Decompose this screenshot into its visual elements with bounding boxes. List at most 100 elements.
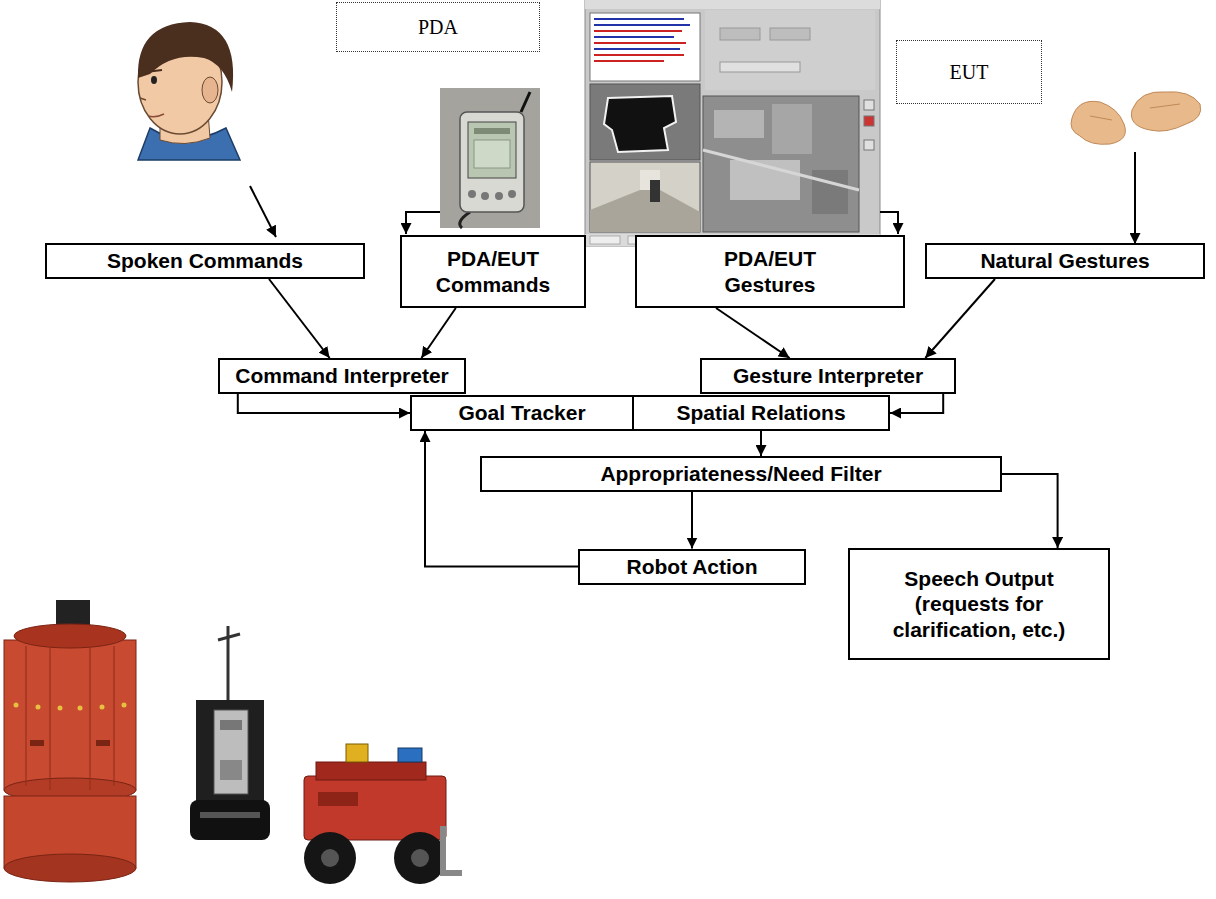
column-robot	[214, 710, 248, 794]
rover-robot	[304, 832, 356, 884]
box-label: Speech Output (requests for clarificatio…	[873, 566, 1085, 642]
person-head	[151, 76, 157, 84]
pda-photo	[521, 92, 530, 112]
person-head	[138, 22, 233, 92]
column-robot	[220, 720, 242, 730]
eut-screenshot	[590, 190, 700, 232]
eut-screenshot	[594, 24, 690, 26]
device-label: EUT	[896, 40, 1042, 104]
box-label: PDA	[418, 15, 458, 39]
input-box: Spoken Commands	[45, 243, 365, 279]
input-arrow	[1134, 152, 1136, 244]
hands-illustration	[1071, 92, 1201, 145]
cylinder-robot	[114, 646, 115, 786]
eut-screenshot	[594, 60, 664, 62]
flow-arrow	[691, 492, 693, 549]
rover-robot	[411, 849, 429, 867]
pda-photo	[481, 192, 489, 200]
rover-robot	[321, 849, 339, 867]
column-robot	[190, 626, 270, 840]
input-box: PDA/EUT Gestures	[635, 235, 905, 308]
column-robot	[196, 700, 264, 802]
eut-screenshot	[604, 96, 676, 152]
eut-screenshot	[812, 170, 848, 214]
person-head	[202, 77, 218, 103]
input-arrow	[406, 212, 440, 234]
cylinder-robot	[100, 705, 105, 710]
eut-screenshot	[594, 54, 684, 56]
box-label: PDA/EUT Commands	[418, 246, 568, 296]
box-label: Gesture Interpreter	[733, 363, 923, 388]
rover-robot	[398, 748, 422, 762]
rover-robot	[316, 762, 426, 780]
pda-photo	[468, 190, 476, 198]
pda-photo	[508, 190, 516, 198]
cylinder-robot	[4, 640, 136, 790]
flow-arrow	[890, 394, 943, 413]
rover-robot	[394, 832, 446, 884]
box-label: Appropriateness/Need Filter	[600, 461, 881, 486]
box-label: Robot Action	[626, 554, 757, 579]
person-head	[146, 70, 162, 72]
eut-screenshot	[594, 30, 682, 32]
eut-screenshot	[864, 100, 874, 110]
eut-screenshot	[590, 236, 620, 244]
cylinder-robot	[90, 648, 91, 790]
eut-screenshot	[714, 110, 764, 138]
cylinder-robot	[30, 740, 44, 746]
eut-screenshot	[703, 96, 859, 232]
pda-photo	[440, 88, 540, 228]
box-label: Command Interpreter	[235, 363, 449, 388]
input-arrow	[250, 186, 276, 237]
box-label: EUT	[950, 60, 989, 84]
hands-illustration	[1090, 104, 1180, 120]
eut-screenshot	[703, 150, 859, 190]
rover-robot	[304, 744, 462, 884]
person-head	[140, 98, 146, 100]
eut-screenshot	[590, 84, 700, 160]
flow-arrow	[925, 279, 995, 358]
hands-illustration	[1071, 101, 1125, 144]
column-robot	[200, 812, 260, 818]
cylinder-robot	[26, 646, 27, 786]
cylinder-robot	[50, 648, 51, 790]
pda-photo	[495, 192, 503, 200]
eut-screenshot	[650, 180, 660, 202]
output-box: Speech Output (requests for clarificatio…	[848, 548, 1110, 660]
pda-photo	[468, 122, 516, 178]
eut-screenshot	[585, 0, 880, 9]
box-label: PDA/EUT Gestures	[695, 246, 845, 296]
process-box: Gesture Interpreter	[700, 358, 956, 394]
eut-screenshot	[590, 162, 700, 232]
device-label: PDA	[336, 2, 540, 52]
input-box: PDA/EUT Commands	[400, 235, 586, 308]
eut-screenshot	[705, 10, 875, 90]
flow-arrow	[760, 431, 762, 456]
cylinder-robot	[96, 740, 110, 746]
eut-screenshot	[590, 13, 700, 81]
eut-screenshot	[720, 28, 760, 40]
eut-screenshot	[585, 0, 880, 246]
eut-screenshot	[770, 28, 810, 40]
box-label: Spatial Relations	[676, 400, 845, 425]
eut-screenshot	[864, 116, 874, 126]
pda-photo	[440, 88, 540, 228]
input-box: Natural Gestures	[925, 243, 1205, 279]
cylinder-robot	[4, 854, 136, 882]
eut-screenshot	[772, 104, 812, 154]
output-box: Robot Action	[578, 549, 806, 585]
rover-robot	[304, 776, 446, 840]
cylinder-robot	[78, 706, 83, 711]
eut-screenshot	[594, 48, 680, 50]
column-robot	[190, 800, 270, 840]
eut-screenshot	[720, 62, 800, 72]
cylinder-robot	[58, 706, 63, 711]
eut-screenshot	[594, 42, 686, 44]
pda-photo	[474, 140, 510, 168]
flow-arrow	[716, 308, 790, 358]
person-head	[138, 22, 240, 160]
process-box: Goal Tracker	[410, 395, 634, 431]
